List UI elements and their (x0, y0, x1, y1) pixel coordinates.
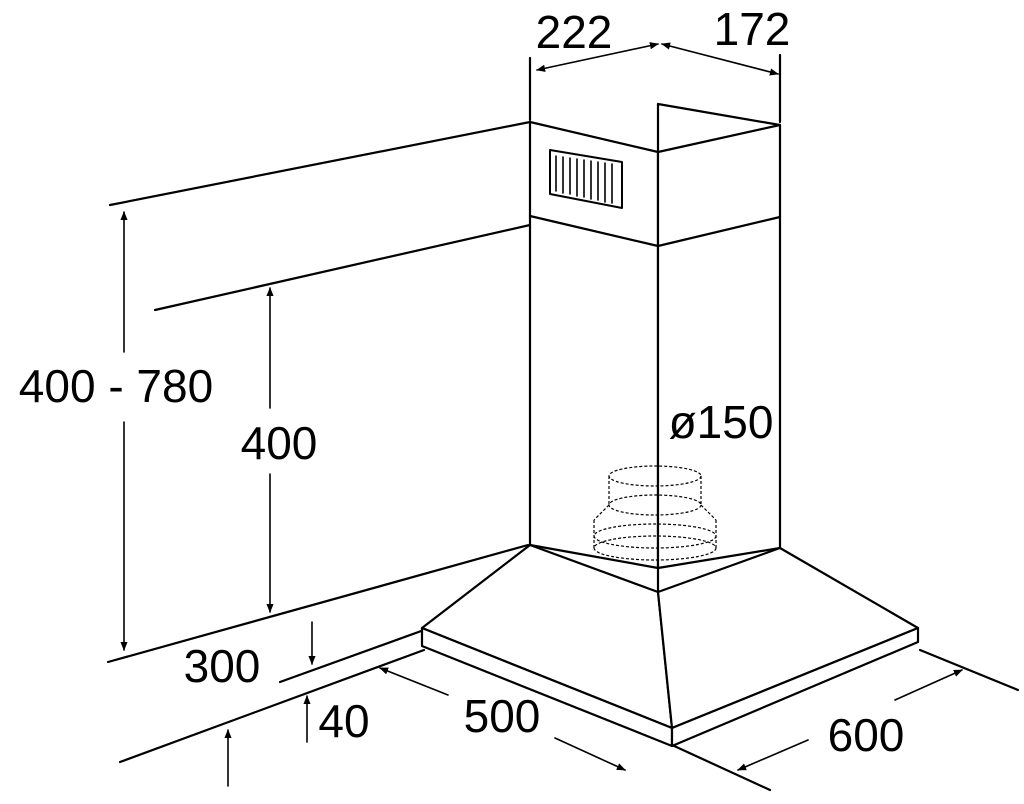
hood-depth-label: 500 (464, 690, 541, 742)
dimension-lines (120, 42, 963, 787)
vent-grille (549, 149, 623, 209)
duct-diameter-label: ø150 (669, 396, 774, 448)
duct-connector (593, 465, 717, 561)
hood-width-label: 600 (828, 709, 905, 761)
wall-lines (106, 120, 1020, 792)
total-height-label: 400 - 780 (19, 360, 213, 412)
upper-height-label: 400 (241, 417, 318, 469)
chimney-depth-label: 222 (536, 6, 613, 58)
canopy-height-label: 40 (318, 695, 369, 747)
canopy-clearance-label: 300 (184, 640, 261, 692)
chimney-width-label: 172 (714, 3, 791, 55)
chimney (528, 102, 782, 570)
hood-canopy (420, 543, 920, 748)
